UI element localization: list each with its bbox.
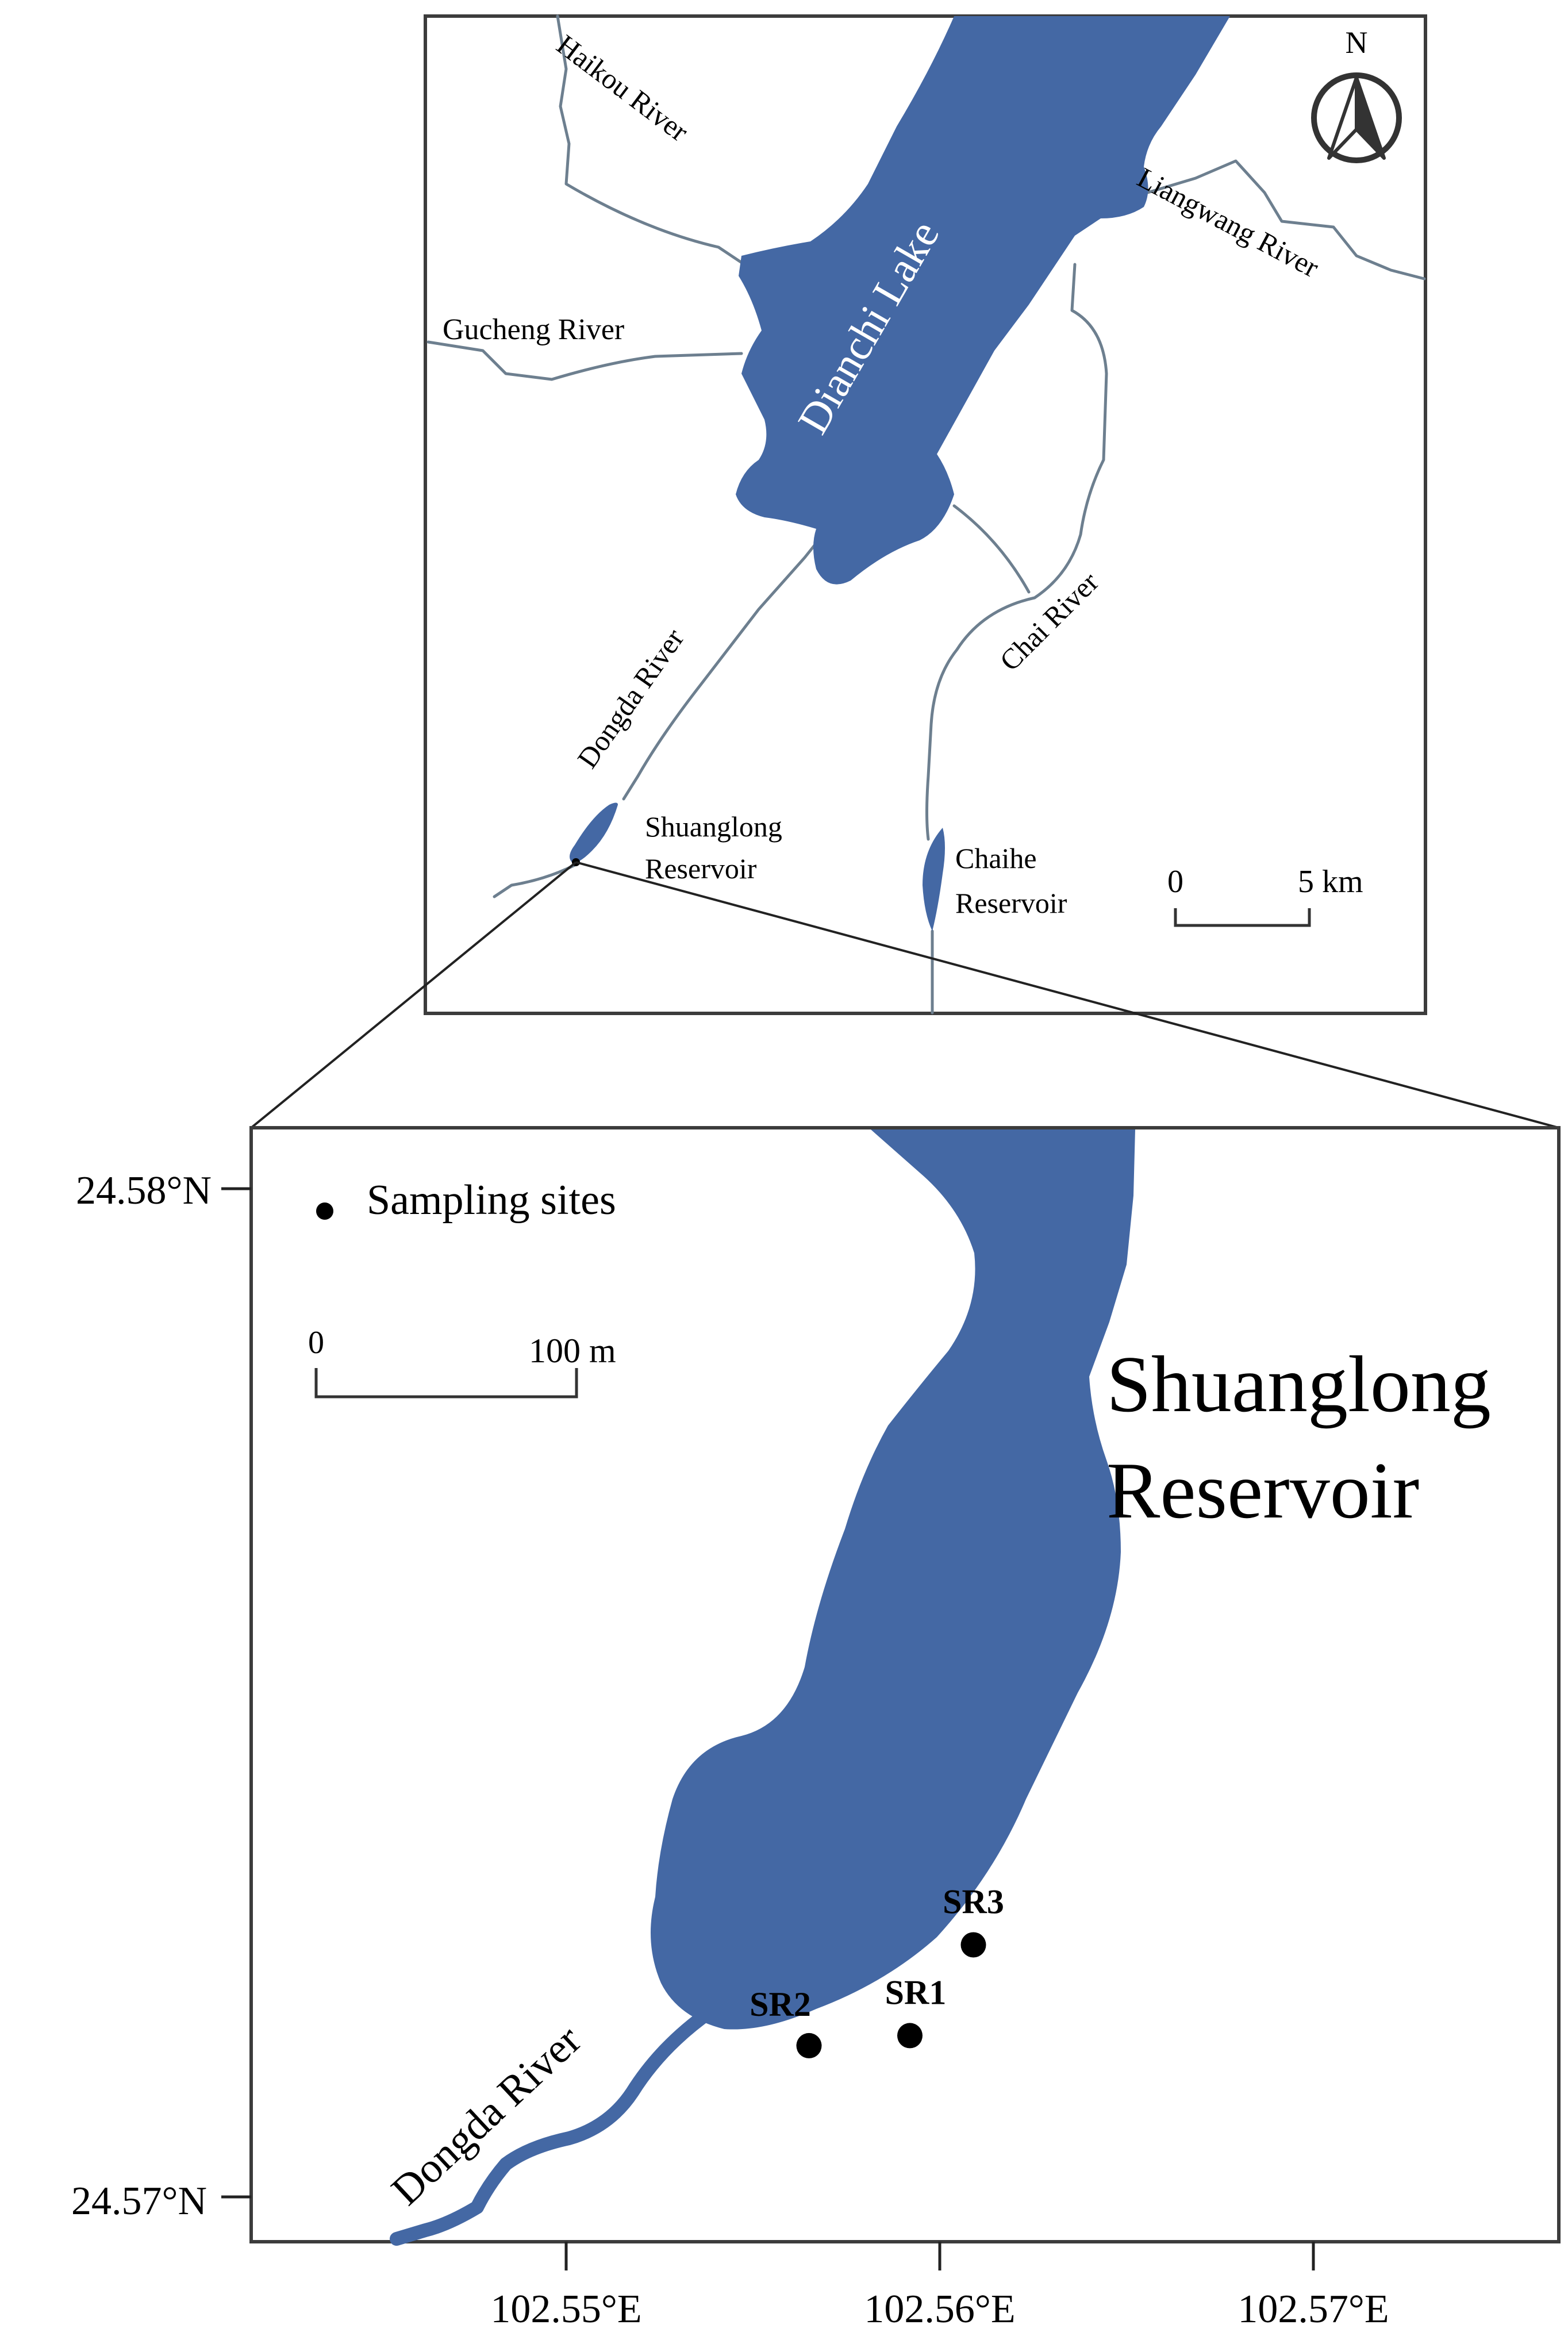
shuanglong-reservoir-shape	[570, 802, 618, 863]
zoom-connector-right	[575, 861, 1559, 1129]
haikou-river-line	[556, 14, 755, 272]
liangwang-river-line	[1136, 159, 1426, 281]
shuanglong-reservoir-label-line1: Shuanglong	[645, 810, 782, 843]
sampling-site-marker-sr3	[960, 1932, 986, 1958]
sampling-site-label-sr1: SR1	[885, 1973, 947, 2011]
sampling-site-label-sr2: SR2	[750, 1985, 811, 2023]
sampling-site-marker-sr2	[796, 2033, 822, 2058]
detail-scale-bar: 0 100 m	[308, 1325, 616, 1398]
legend-marker-icon	[316, 1202, 333, 1220]
chaihe-reservoir-shape	[923, 828, 945, 931]
gucheng-river-label: Gucheng River	[443, 313, 624, 346]
dianchi-lake-shape	[736, 16, 1230, 585]
x-tick-label-3: 102.57°E	[1238, 2287, 1389, 2331]
y-tick-label-bottom: 24.57°N	[71, 2179, 207, 2223]
sampling-site-label-sr3: SR3	[943, 1883, 1004, 1921]
gucheng-river-line	[426, 340, 743, 381]
detail-scale-start: 0	[308, 1325, 324, 1361]
reservoir-title-line2: Reservoir	[1106, 1446, 1419, 1535]
overview-map: Dianchi Lake Haikou River Liangwang Rive…	[424, 14, 1427, 1015]
sampling-site-marker-sr1	[897, 2023, 923, 2049]
overview-scale-bar: 0 5 km	[1167, 864, 1363, 927]
chai-river-branch-line	[952, 504, 1031, 594]
chai-river-line	[925, 263, 1108, 841]
dongda-river-channel	[390, 2005, 717, 2246]
shuanglong-reservoir-body	[651, 1129, 1135, 2030]
detail-scale-end: 100 m	[529, 1332, 616, 1370]
reservoir-title-line1: Shuanglong	[1106, 1340, 1491, 1429]
dongda-river-line	[622, 527, 829, 801]
x-tick-label-1: 102.55°E	[490, 2287, 641, 2331]
y-axis: 24.58°N 24.57°N	[71, 1169, 251, 2223]
legend-label: Sampling sites	[367, 1177, 616, 1224]
overview-scale-start: 0	[1167, 864, 1183, 900]
north-label: N	[1346, 25, 1368, 60]
x-tick-label-2: 102.56°E	[864, 2287, 1015, 2331]
x-axis: 102.55°E 102.56°E 102.57°E	[490, 2242, 1389, 2331]
chaihe-reservoir-label-line2: Reservoir	[955, 887, 1067, 919]
shuanglong-reservoir-label-line2: Reservoir	[645, 852, 757, 885]
y-tick-label-top: 24.58°N	[76, 1169, 212, 1213]
zoom-connector-left	[250, 861, 577, 1129]
north-arrow-icon: N	[1311, 25, 1402, 163]
detail-map: 24.58°N 24.57°N 102.55°E 102.56°E 102.57…	[71, 1126, 1561, 2331]
overview-scale-end: 5 km	[1298, 864, 1363, 900]
legend: Sampling sites	[316, 1177, 616, 1224]
sampling-sites: SR1 SR2 SR3	[750, 1883, 1004, 2058]
chaihe-reservoir-label-line1: Chaihe	[955, 842, 1037, 874]
